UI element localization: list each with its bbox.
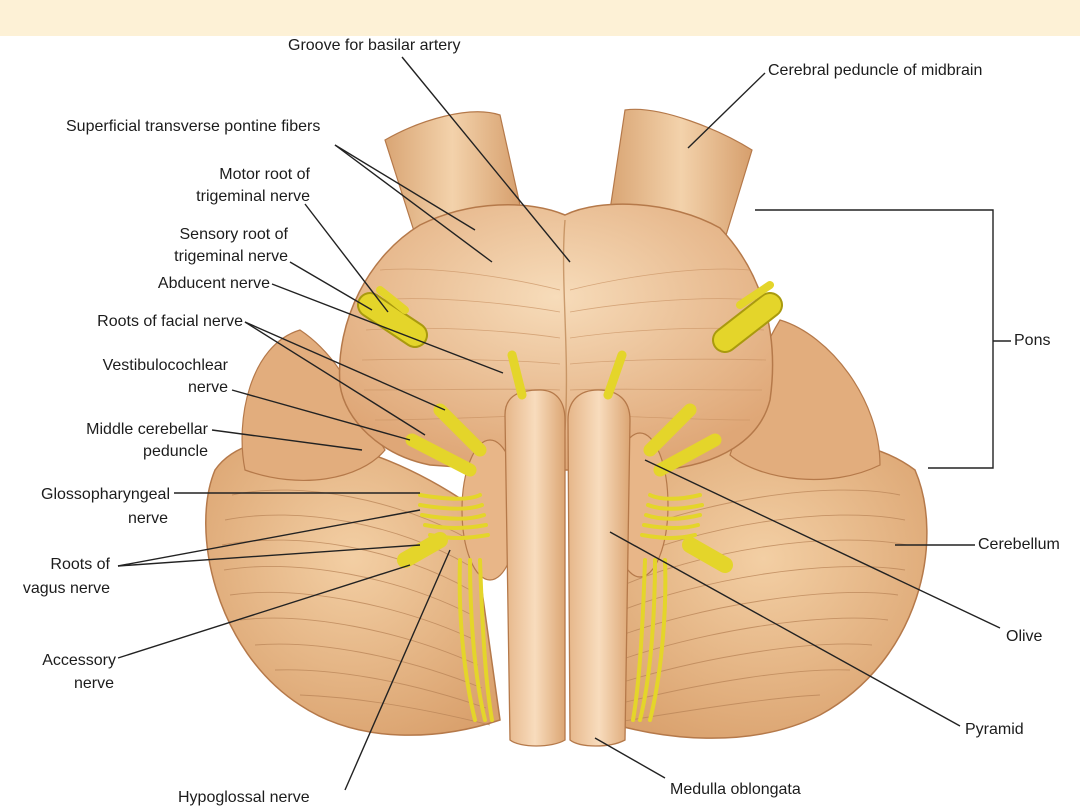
cranial-nerves [357, 281, 783, 722]
label-roots-vagus-line2: vagus nerve [22, 580, 110, 597]
label-abducent-nerve: Abducent nerve [157, 275, 270, 292]
label-hypoglossal-nerve: Hypoglossal nerve [178, 789, 310, 806]
label-pons: Pons [1014, 332, 1051, 349]
label-accessory-line1: Accessory [42, 652, 116, 669]
label-medulla-oblongata: Medulla oblongata [670, 781, 801, 798]
label-motor-root-line1: Motor root of [219, 166, 310, 183]
leader-lines [117, 56, 1011, 791]
label-roots-facial-nerve: Roots of facial nerve [97, 313, 243, 330]
medulla-pyramids-shape [504, 389, 631, 747]
label-motor-root-line2: trigeminal nerve [196, 188, 310, 205]
label-sensory-root-line1: Sensory root of [179, 226, 289, 243]
label-vestibulocochlear-line2: nerve [187, 379, 228, 396]
label-roots-vagus-line1: Roots of [50, 556, 110, 573]
cerebellum-shape [205, 438, 928, 739]
label-glossopharyngeal-line2: nerve [127, 510, 168, 527]
label-groove-basilar-artery: Groove for basilar artery [288, 37, 461, 54]
label-glossopharyngeal-line1: Glossopharyngeal [41, 486, 170, 503]
label-vestibulocochlear-line1: Vestibulocochlear [102, 357, 228, 374]
label-cerebellum: Cerebellum [978, 536, 1060, 553]
label-olive: Olive [1006, 628, 1043, 645]
label-cerebral-peduncle: Cerebral peduncle of midbrain [768, 62, 983, 79]
label-pyramid: Pyramid [965, 721, 1024, 738]
label-sensory-root-line2: trigeminal nerve [174, 248, 288, 265]
title-banner [0, 0, 1080, 36]
label-middle-cerebellar-peduncle-line2: peduncle [143, 443, 208, 460]
label-accessory-line2: nerve [73, 675, 114, 692]
label-superficial-transverse-pontine-fibers: Superficial transverse pontine fibers [66, 118, 321, 135]
label-middle-cerebellar-peduncle-line1: Middle cerebellar [86, 421, 208, 438]
